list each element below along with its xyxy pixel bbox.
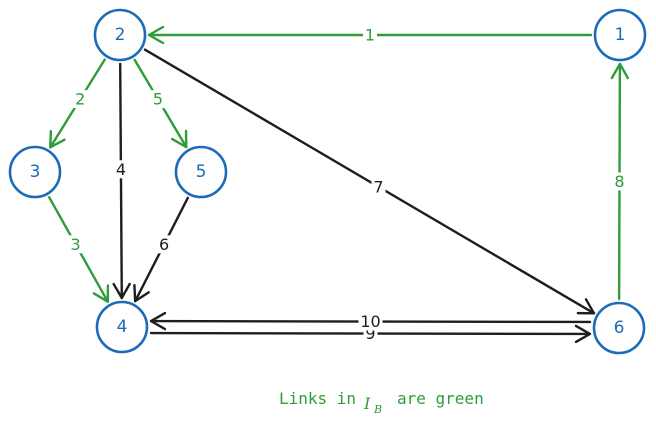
edge-3-to-4: 3 [47, 196, 110, 303]
edge-label-background [358, 312, 383, 331]
edge-line [143, 48, 596, 315]
arrow-head [149, 311, 167, 331]
edge-2-to-6: 7 [143, 48, 596, 315]
edge-1-to-2: 1 [147, 25, 593, 45]
edge-2-to-3: 2 [49, 58, 106, 149]
node-2: 2 [93, 8, 147, 62]
node-circle [174, 145, 228, 199]
node-circle [93, 8, 147, 62]
arrow-head [49, 130, 66, 149]
edge-label-background [363, 26, 377, 44]
node-label: 5 [196, 162, 207, 182]
arrow-head [610, 62, 630, 80]
edge-6-to-1: 8 [610, 62, 630, 301]
edge-label: 1 [365, 26, 375, 45]
edge-label: 4 [116, 160, 126, 179]
edge-label: 3 [70, 235, 80, 254]
edge-5-to-4: 6 [133, 196, 190, 303]
edge-label-background [73, 90, 88, 109]
edge-6-to-4: 10 [149, 311, 592, 331]
arrow-head [574, 324, 592, 344]
caption: Links in I B are green [279, 389, 484, 416]
node-4: 4 [95, 300, 149, 354]
node-circle [592, 301, 646, 355]
edge-line [118, 62, 124, 300]
edge-2-to-5: 5 [133, 58, 188, 149]
arrow-head [112, 282, 131, 300]
arrow-head [92, 284, 110, 303]
arrow-head [576, 298, 596, 315]
edge-label: 8 [614, 172, 624, 191]
edge-label: 7 [373, 177, 383, 196]
nodes-layer: 1 2 3 4 5 6 [8, 8, 647, 355]
caption-math-symbol: I [363, 394, 371, 413]
edge-label: 5 [153, 90, 163, 109]
arrow-head [147, 25, 165, 45]
node-label: 2 [115, 25, 126, 45]
arrow-head [133, 283, 150, 303]
edges-layer: 1 2 3 4 5 6 7 8 910 [47, 25, 630, 344]
edge-2-to-4: 4 [112, 62, 131, 300]
node-circle [8, 145, 62, 199]
edge-label-background [113, 160, 128, 179]
edge-label-background [68, 235, 83, 254]
edge-label: 9 [365, 324, 375, 343]
node-3: 3 [8, 145, 62, 199]
node-label: 1 [615, 25, 626, 45]
caption-suffix: are green [397, 389, 484, 408]
caption-math-subscript: B [373, 403, 382, 416]
node-label: 3 [30, 162, 41, 182]
caption-prefix: Links in [279, 389, 356, 408]
node-circle [95, 300, 149, 354]
node-6: 6 [592, 301, 646, 355]
edge-label-background [612, 172, 627, 191]
node-label: 6 [614, 318, 625, 338]
edge-label: 10 [360, 312, 380, 331]
node-label: 4 [117, 317, 128, 337]
edge-label: 2 [75, 90, 85, 109]
edge-label-background [150, 90, 165, 109]
node-1: 1 [593, 8, 647, 62]
node-5: 5 [174, 145, 228, 199]
node-circle [593, 8, 647, 62]
edge-label-background [157, 235, 172, 254]
edge-label-background [371, 177, 386, 196]
arrow-head [171, 129, 188, 149]
edge-label: 6 [159, 235, 169, 254]
